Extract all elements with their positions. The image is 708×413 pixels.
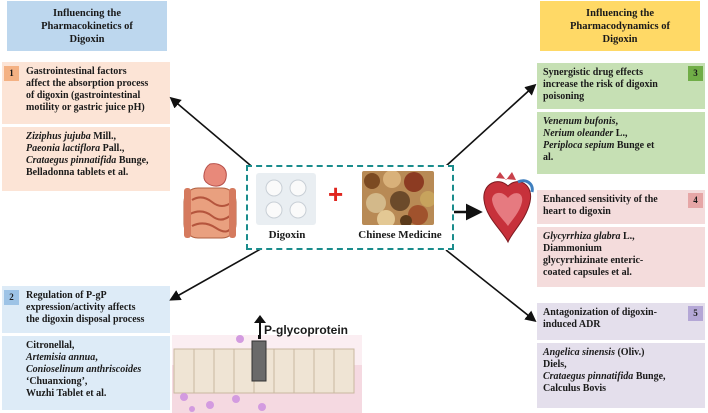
center-combination-box: + Digoxin Chinese Medicine	[246, 165, 454, 250]
box-5-number: 5	[688, 306, 703, 321]
pk-header-line3: Digoxin	[69, 34, 105, 45]
box-4-herbs: Glycyrrhiza glabra L., Diammonium glycyr…	[537, 227, 705, 287]
herb-name: glycyrrhizinate enteric-	[543, 255, 644, 266]
pd-header-line3: Digoxin	[602, 34, 638, 45]
herb-name: Nerium oleander	[543, 128, 614, 139]
pk-header-line1: Influencing the	[53, 8, 121, 19]
box-1-title-line: Gastrointestinal factors	[26, 66, 127, 77]
herb-name: Glycyrrhiza glabra	[543, 231, 621, 242]
arrow-to-box-3	[445, 83, 537, 167]
herb-author: Mill.,	[90, 131, 117, 142]
pd-header-line1: Influencing the	[586, 8, 654, 19]
chinese-medicine-label: Chinese Medicine	[358, 229, 442, 241]
herb-name: Artemisia annua	[26, 352, 96, 363]
box-4-title: 4 Enhanced sensitivity of the heart to d…	[537, 190, 705, 224]
arrow-to-box-2	[169, 245, 267, 301]
box-3-title-line: increase the risk of digoxin	[543, 79, 658, 90]
herb-name: Diels,	[543, 359, 567, 370]
box-3-title: 3 Synergistic drug effects increase the …	[537, 63, 705, 109]
herb-name: Citronellal,	[26, 340, 75, 351]
herb-author: Pall.,	[100, 143, 125, 154]
herb-name: coated capsules et al.	[543, 267, 632, 278]
herb-name: Diammonium	[543, 243, 602, 254]
digoxin-tablets-image	[256, 173, 316, 225]
herb-name: ‘Chuanxiong’,	[26, 376, 88, 387]
herb-author: L.,	[613, 128, 628, 139]
pgp-pointer	[254, 315, 266, 339]
box-3-number: 3	[688, 66, 703, 81]
herb-name: Periploca sepium	[543, 140, 615, 151]
herb-name: Ziziphus jujuba	[26, 131, 91, 142]
box-2-title: 2 Regulation of P-gP expression/activity…	[2, 286, 170, 333]
pgp-label: P-glycoprotein	[264, 323, 349, 337]
box-3-title-line: Synergistic drug effects	[543, 67, 643, 78]
herb-author: Bunge,	[116, 155, 149, 166]
cell-layer-icon	[172, 335, 362, 413]
heart-icon	[483, 172, 534, 244]
arrow-to-box-1	[169, 96, 264, 177]
box-2-title-line: expression/activity affects	[26, 302, 136, 313]
chinese-medicine-image	[362, 171, 434, 225]
herb-name: Conioselinum anthriscoides	[26, 364, 142, 375]
box-1-title-line: motility or gastric juice pH)	[26, 102, 145, 113]
box-1-herbs: Ziziphus jujuba Mill., Paeonia lactiflor…	[2, 127, 170, 191]
herb-name: Crataegus pinnatifida	[543, 371, 634, 382]
box-2-herbs: Citronellal, Artemisia annua, Conioselin…	[2, 336, 170, 410]
box-2-title-line: the digoxin disposal process	[26, 314, 145, 325]
pill-icon	[265, 179, 307, 219]
herb-name: Angelica sinensis	[543, 347, 615, 358]
herb-author: (Oliv.)	[614, 347, 645, 358]
box-3-title-line: poisoning	[543, 91, 585, 102]
pd-header-line2: Pharmacodynamics of	[569, 21, 671, 32]
box-1-title-line: of digoxin (gastrointestinal	[26, 90, 141, 101]
herb-name: Calculus Bovis	[543, 383, 607, 394]
herbs-icon	[362, 171, 434, 225]
box-4-title-line: Enhanced sensitivity of the	[543, 194, 658, 205]
box-4-title-line: heart to digoxin	[543, 206, 611, 217]
box-5-herbs: Angelica sinensis (Oliv.) Diels, Crataeg…	[537, 343, 705, 408]
digoxin-label: Digoxin	[268, 229, 306, 241]
herb-author: ,	[615, 116, 619, 127]
plus-sign: +	[328, 179, 344, 209]
herb-author: L.,	[620, 231, 635, 242]
box-5-title: 5 Antagonization of digoxin- induced ADR	[537, 303, 705, 340]
herb-name: Belladonna tablets et al.	[26, 167, 129, 178]
box-5-title-line: Antagonization of digoxin-	[543, 307, 657, 318]
box-3-herbs: Venenum bufonis, Nerium oleander L., Per…	[537, 112, 705, 174]
herb-name: Crataegus pinnatifida	[26, 155, 117, 166]
pharmacodynamics-header: Influencing the Pharmacodynamics of Digo…	[540, 1, 700, 51]
arrow-to-box-5	[445, 249, 537, 322]
herb-name: Wuzhi Tablet et al.	[26, 388, 107, 399]
herb-name: Paeonia lactiflora	[26, 143, 101, 154]
box-5-title-line: induced ADR	[543, 319, 601, 330]
box-2-number: 2	[4, 290, 19, 305]
herb-author: Bunge et	[614, 140, 655, 151]
box-1-title: 1 Gastrointestinal factors affect the ab…	[2, 62, 170, 124]
box-1-title-line: affect the absorption process	[26, 78, 149, 89]
digestive-system-icon	[183, 163, 237, 239]
herb-name: al.	[543, 152, 554, 163]
epithelium-illustration	[172, 335, 362, 413]
pk-header-line2: Pharmacokinetics of	[41, 21, 133, 32]
herb-author: ,	[95, 352, 98, 363]
herb-name: Venenum bufonis	[543, 116, 616, 127]
box-4-number: 4	[688, 193, 703, 208]
pharmacokinetics-header: Influencing the Pharmacokinetics of Digo…	[7, 1, 167, 51]
box-2-title-line: Regulation of P-gP	[26, 290, 107, 301]
box-1-number: 1	[4, 66, 19, 81]
herb-author: Bunge,	[633, 371, 666, 382]
